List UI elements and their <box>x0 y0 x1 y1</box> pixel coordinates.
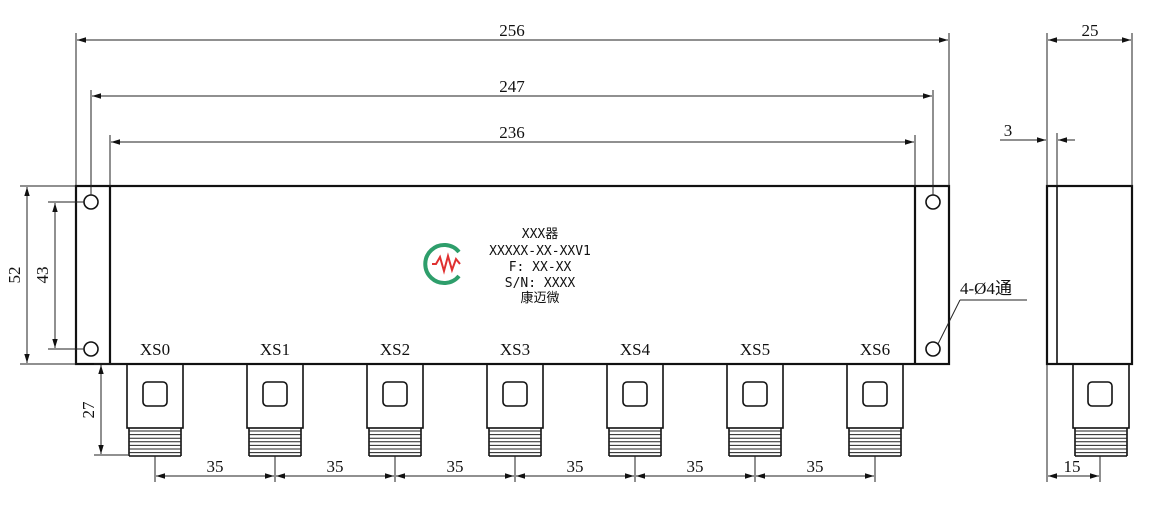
connectors <box>126 363 904 482</box>
port-label-xs6: XS6 <box>860 340 890 359</box>
dim-hole-vertical: 43 <box>33 267 52 284</box>
port-label-xs3: XS3 <box>500 340 530 359</box>
label-line-5: 康迈微 <box>520 290 559 306</box>
side-view: 25 3 15 <box>1000 21 1134 482</box>
dim-overall-length: 256 <box>499 21 525 40</box>
port-labels: XS0 XS1 XS2 XS3 XS4 XS5 XS6 <box>140 340 890 359</box>
label-line-4: S/N: XXXX <box>505 276 576 291</box>
product-label: XXX器 XXXXX-XX-XXV1 F: XX-XX S/N: XXXX 康迈… <box>489 227 591 306</box>
connector-xs4 <box>606 363 664 482</box>
dim-side-width: 25 <box>1082 21 1099 40</box>
mounting-hole <box>925 194 941 210</box>
port-spacing-label: 35 <box>207 457 224 476</box>
front-dimensions: 256 247 236 52 43 27 35 35 35 35 35 35 <box>5 21 950 479</box>
port-spacing-label: 35 <box>807 457 824 476</box>
dim-side-wall: 3 <box>1004 121 1013 140</box>
dim-body-length: 236 <box>499 123 525 142</box>
label-line-3: F: XX-XX <box>509 260 572 275</box>
hole-note-text: 4-Ø4通 <box>960 279 1012 298</box>
port-spacing-dims: 35 35 35 35 35 35 <box>156 457 874 479</box>
connector-xs1 <box>246 363 304 482</box>
port-label-xs0: XS0 <box>140 340 170 359</box>
side-outline <box>1045 184 1134 366</box>
connector-xs0 <box>126 363 184 482</box>
company-logo <box>423 243 461 285</box>
label-line-2: XXXXX-XX-XXV1 <box>489 244 591 259</box>
side-connector <box>1072 363 1130 457</box>
dim-side-connector-offset: 15 <box>1064 457 1081 476</box>
dim-hole-pitch: 247 <box>499 77 525 96</box>
mounting-hole <box>83 341 99 357</box>
port-spacing-label: 35 <box>327 457 344 476</box>
port-label-xs4: XS4 <box>620 340 651 359</box>
port-label-xs1: XS1 <box>260 340 290 359</box>
enclosure-outline <box>74 184 951 366</box>
connector-xs5 <box>726 363 784 482</box>
connector-xs6 <box>846 363 904 482</box>
port-label-xs5: XS5 <box>740 340 770 359</box>
mounting-hole <box>83 194 99 210</box>
port-spacing-label: 35 <box>447 457 464 476</box>
dim-connector-height: 27 <box>79 401 98 419</box>
port-label-xs2: XS2 <box>380 340 410 359</box>
connector-xs3 <box>486 363 544 482</box>
dim-overall-height: 52 <box>5 267 24 284</box>
port-spacing-label: 35 <box>687 457 704 476</box>
mounting-hole <box>925 341 941 357</box>
front-view: XXX器 XXXXX-XX-XXV1 F: XX-XX S/N: XXXX 康迈… <box>74 184 1027 482</box>
connector-xs2 <box>366 363 424 482</box>
label-line-1: XXX器 <box>522 227 558 242</box>
hole-note: 4-Ø4通 <box>937 279 1027 345</box>
port-spacing-label: 35 <box>567 457 584 476</box>
